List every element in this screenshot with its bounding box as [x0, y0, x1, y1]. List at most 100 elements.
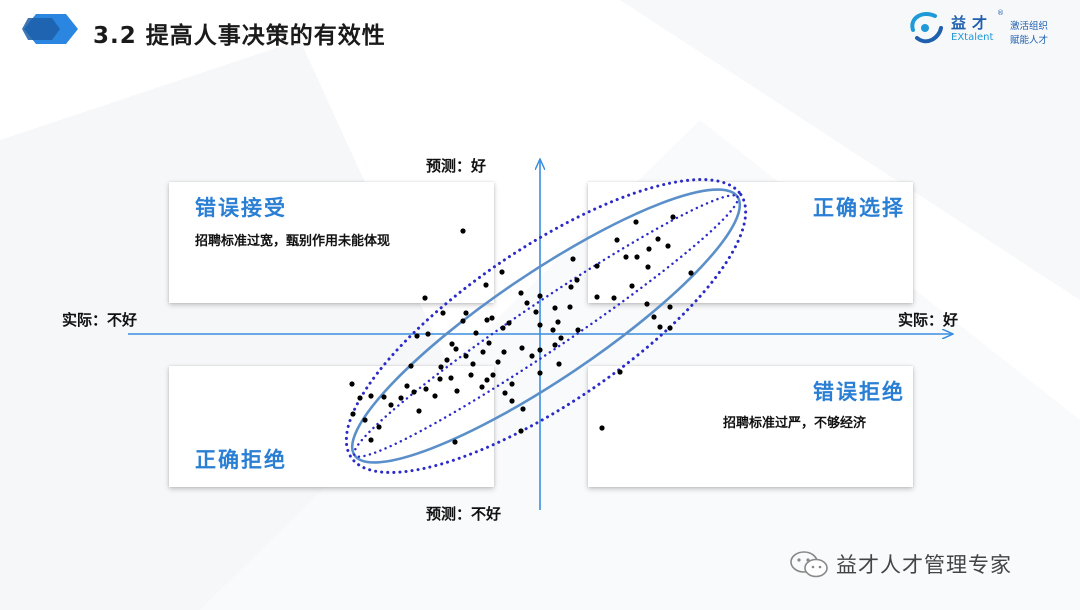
x-axis-right-label: 实际：好	[898, 311, 959, 329]
scatter-dot	[473, 330, 479, 336]
x-axis-left-label: 实际：不好	[62, 311, 138, 329]
scatter-dot	[594, 294, 600, 300]
scatter-dot	[408, 363, 414, 369]
quadrant-correct-select: 正确选择	[588, 182, 913, 303]
scatter-dot	[350, 411, 356, 417]
scatter-dot	[558, 335, 564, 341]
scatter-dot	[460, 228, 466, 234]
scatter-dot	[518, 428, 524, 434]
scatter-dot	[432, 393, 438, 399]
scatter-dot	[552, 305, 558, 311]
scatter-dot	[362, 417, 368, 423]
scatter-dot	[376, 424, 382, 430]
scatter-dot	[414, 333, 420, 339]
scatter-dot	[423, 386, 429, 392]
scatter-dot	[646, 246, 652, 252]
scatter-dot	[381, 394, 387, 400]
scatter-dot	[644, 301, 650, 307]
quadrant-title: 正确选择	[813, 196, 905, 220]
brand-logo: 益才 ® EXtalent 激活组织 赋能人才	[905, 8, 1065, 48]
scatter-dot	[568, 284, 574, 290]
outer-dotted-ellipse	[344, 178, 748, 474]
scatter-dot	[480, 349, 486, 355]
scatter-dot	[657, 324, 663, 330]
scatter-dot	[634, 254, 640, 260]
scatter-dot	[484, 377, 490, 383]
scatter-dot	[460, 318, 466, 324]
scatter-dot	[404, 383, 410, 389]
extalent-logo-icon	[910, 11, 943, 44]
scatter-dot	[520, 406, 526, 412]
scatter-dot	[500, 325, 506, 331]
scatter-dot	[463, 353, 469, 359]
scatter-dot	[529, 353, 535, 359]
scatter-dot	[629, 283, 635, 289]
scatter-dot	[518, 290, 524, 296]
scatter-dot	[667, 325, 673, 331]
scatter-dot	[556, 361, 562, 367]
scatter-dot	[422, 295, 428, 301]
logo-registered-mark: ®	[997, 9, 1004, 17]
solid-ellipse	[350, 188, 742, 464]
scatter-dot	[495, 359, 501, 365]
scatter-dot	[449, 341, 455, 347]
quadrant-title: 错误接受	[195, 196, 287, 220]
scatter-dot	[486, 340, 492, 346]
scatter-dot	[509, 381, 515, 387]
wechat-icon	[790, 551, 828, 578]
scatter-dot	[479, 384, 485, 390]
scatter-dot	[524, 300, 530, 306]
scatter-dot	[425, 331, 431, 337]
quadrant-title: 错误拒绝	[813, 380, 905, 404]
scatter-dot	[567, 304, 573, 310]
scatter-dot	[617, 369, 623, 375]
scatter-dot	[416, 408, 422, 414]
scatter-dot	[552, 342, 558, 348]
quadrant-correct-reject: 正确拒绝	[169, 366, 494, 487]
scatter-dot	[550, 327, 556, 333]
scatter-dot	[349, 381, 355, 387]
scatter-dot	[645, 264, 651, 270]
scatter-dot	[509, 398, 515, 404]
page-title: 3.2 提高人事决策的有效性	[93, 23, 386, 49]
scatter-dot	[368, 393, 374, 399]
scatter-dot	[483, 282, 489, 288]
scatter-dot	[670, 214, 676, 220]
scatter-dot	[470, 361, 476, 367]
scatter-dot	[437, 376, 443, 382]
quadrant-false-reject: 错误拒绝 招聘标准过严，不够经济	[588, 366, 913, 487]
quadrant-description: 招聘标准过宽，甄别作用未能体现	[195, 234, 391, 249]
logo-name-cn: 益才	[951, 14, 994, 32]
scatter-dot	[388, 402, 394, 408]
scatter-dot	[665, 243, 671, 249]
scatter-dot	[655, 236, 661, 242]
scatter-dot	[448, 375, 454, 381]
scatter-dot	[489, 315, 495, 321]
scatter-dot	[651, 314, 657, 320]
y-axis-top-label: 预测：好	[426, 157, 487, 175]
scatter-dot	[490, 372, 496, 378]
scatter-dot	[667, 304, 673, 310]
scatter-dot	[398, 395, 404, 401]
logo-slogan-line2: 赋能人才	[1010, 35, 1049, 46]
y-axis-bottom-label: 预测：不好	[426, 505, 502, 523]
scatter-dot	[468, 372, 474, 378]
scatter-dot	[506, 320, 512, 326]
scatter-dot	[537, 293, 543, 299]
scatter-dot	[537, 370, 543, 376]
quadrant-false-accept: 错误接受 招聘标准过宽，甄别作用未能体现	[169, 182, 494, 303]
scatter-dot	[537, 322, 543, 328]
title-hexagon-icon	[22, 14, 78, 44]
quadrant-title: 正确拒绝	[195, 448, 287, 472]
scatter-dot	[438, 364, 444, 370]
scatter-dot	[519, 345, 525, 351]
scatter-dot	[533, 309, 539, 315]
scatter-dot	[452, 439, 458, 445]
scatter-dot	[555, 319, 561, 325]
scatter-dot	[502, 390, 508, 396]
scatter-dot	[499, 269, 505, 275]
scatter-dot	[570, 256, 576, 262]
scatter-dot	[411, 389, 417, 395]
scatter-dot	[444, 357, 450, 363]
